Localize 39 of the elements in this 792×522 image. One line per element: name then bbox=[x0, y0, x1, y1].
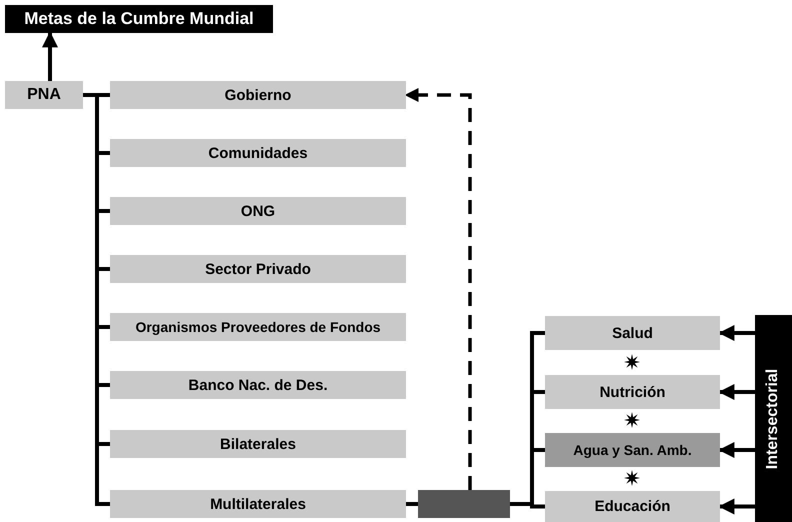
sector-box bbox=[110, 81, 406, 109]
arrow bbox=[718, 325, 755, 341]
sector-box bbox=[110, 139, 406, 167]
node-label: Sector Privado bbox=[205, 260, 311, 278]
sector-box bbox=[110, 490, 406, 518]
arrow bbox=[718, 384, 755, 400]
sector-box bbox=[110, 313, 406, 341]
sector-box bbox=[110, 371, 406, 399]
sector-box bbox=[5, 81, 83, 109]
sector-box bbox=[110, 430, 406, 458]
label-box bbox=[755, 315, 792, 522]
dashed-arrow bbox=[404, 88, 472, 490]
node-label: Bilaterales bbox=[220, 436, 296, 452]
label-box bbox=[5, 5, 273, 33]
node-label: ONG bbox=[240, 202, 276, 220]
arrow bbox=[718, 498, 755, 514]
node-label: PNA bbox=[27, 86, 61, 104]
node-label: Metas de la Cumbre Mundial bbox=[24, 9, 254, 29]
node-label: Banco Nac. de Des. bbox=[188, 376, 328, 394]
node-label: Organismos Proveedores de Fondos bbox=[135, 319, 381, 335]
node-label: Agua y San. Amb. bbox=[573, 442, 692, 458]
connector-line bbox=[510, 502, 545, 508]
node-label: Multilaterales bbox=[210, 496, 306, 512]
node-label: Intersectorial bbox=[764, 368, 782, 469]
sector-box bbox=[545, 375, 720, 409]
node-label: Comunidades bbox=[208, 144, 308, 162]
sector-box bbox=[545, 491, 720, 522]
node-label: Gobierno bbox=[224, 86, 292, 104]
node-label: Nutrición bbox=[600, 384, 666, 400]
sector-box bbox=[545, 316, 720, 350]
node-label: Salud bbox=[612, 324, 653, 342]
sector-box bbox=[110, 255, 406, 283]
sector-box bbox=[110, 197, 406, 225]
box bbox=[418, 490, 510, 518]
sector-box bbox=[545, 433, 720, 467]
arrow bbox=[42, 31, 58, 81]
node-label: Educación bbox=[594, 498, 670, 515]
arrow bbox=[718, 442, 755, 458]
connector-line bbox=[406, 502, 418, 506]
